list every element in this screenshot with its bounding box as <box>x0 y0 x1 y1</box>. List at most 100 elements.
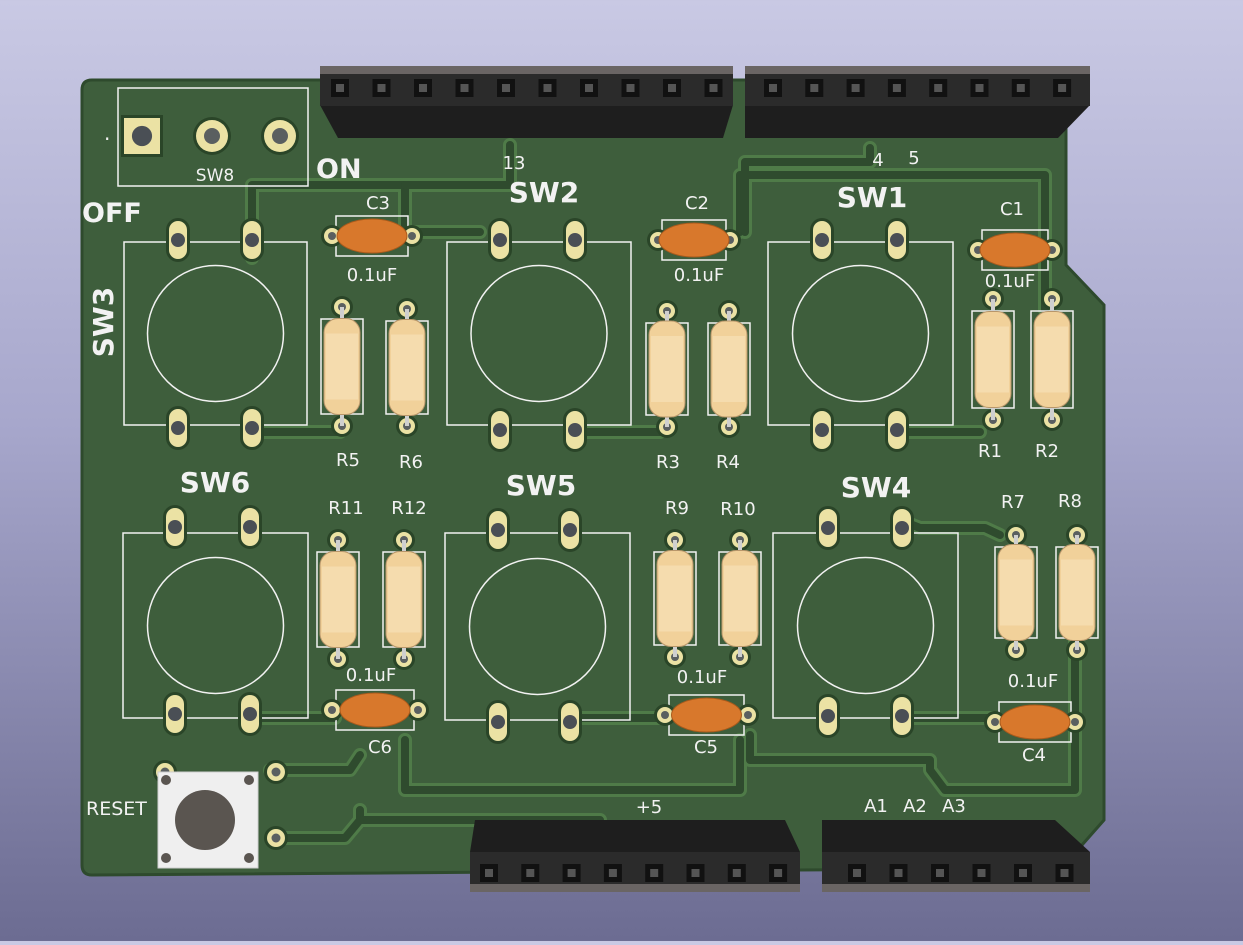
header-pin-center <box>975 84 984 92</box>
round-pad <box>264 760 288 784</box>
header-pin-center <box>892 84 901 92</box>
r12-label: R12 <box>391 498 426 519</box>
round-pad <box>321 225 343 247</box>
round-pad <box>1064 711 1086 733</box>
resistor <box>1058 535 1096 650</box>
header-pin-center <box>608 869 617 877</box>
header-pin-center <box>936 869 944 877</box>
resistor <box>385 540 423 659</box>
switch-circle <box>146 556 285 695</box>
pin-4-label: 4 <box>872 150 883 171</box>
c3-value: 0.1uF <box>347 265 397 286</box>
reset-label: RESET <box>86 798 147 820</box>
header-pin-center <box>650 869 659 877</box>
switch-pad <box>240 218 264 262</box>
c1-value: 0.1uF <box>985 271 1035 292</box>
switch-outline <box>122 532 309 719</box>
switch-pad <box>166 406 190 450</box>
resistor <box>648 311 686 427</box>
silkscreen-outlines <box>117 87 1099 743</box>
c5-value: 0.1uF <box>677 667 727 688</box>
header-pin-center <box>419 84 427 92</box>
header-pin-center <box>1058 84 1067 92</box>
switch-pad <box>885 408 909 452</box>
capacitor <box>336 218 408 254</box>
header-pin-center <box>502 84 510 92</box>
header-pin-center <box>851 84 860 92</box>
header-pin-center <box>626 84 635 92</box>
switch-pad <box>558 508 582 552</box>
r10-label: R10 <box>720 499 755 520</box>
header-pin-center <box>769 84 777 92</box>
pin-5-label: 5 <box>908 148 919 169</box>
capacitor <box>339 692 411 728</box>
switch-pad <box>816 506 840 550</box>
sw8-outline <box>117 87 309 187</box>
header-pin-center <box>1019 869 1027 877</box>
switch-outline <box>446 241 632 426</box>
a1-label: A1 <box>864 796 888 817</box>
off-label: OFF <box>82 198 142 229</box>
header-pin-center <box>526 869 535 877</box>
switch-pad <box>563 218 587 262</box>
r11-label: R11 <box>328 498 363 519</box>
square-pad <box>121 115 163 157</box>
switch-pad <box>810 408 834 452</box>
resistor <box>1033 299 1071 420</box>
header-pin-center <box>1060 869 1069 877</box>
switch-outline <box>772 532 959 719</box>
r6-label: R6 <box>399 452 423 473</box>
resistor <box>656 540 694 657</box>
switch-circle <box>796 556 935 695</box>
switch-circle <box>146 264 285 403</box>
a3-label: A3 <box>942 796 966 817</box>
r4-label: R4 <box>716 452 740 473</box>
resistor <box>710 311 748 427</box>
c6-value: 0.1uF <box>346 665 396 686</box>
copper-traces <box>245 138 1082 845</box>
c6-label: C6 <box>368 737 392 758</box>
header-pin-center <box>668 84 676 92</box>
switch-pad <box>810 218 834 262</box>
reset-button[interactable] <box>157 771 259 869</box>
r8-label: R8 <box>1058 491 1082 512</box>
r5-label: R5 <box>336 450 360 471</box>
round-pad <box>407 699 429 721</box>
switch-circle <box>468 557 607 696</box>
r9-label: R9 <box>665 498 689 519</box>
round-pad <box>984 711 1006 733</box>
c2-label: C2 <box>685 193 709 214</box>
header-pin-center <box>585 84 593 92</box>
switch-pad <box>885 218 909 262</box>
plus5-label: +5 <box>636 797 663 818</box>
header-pin-center <box>977 869 986 877</box>
header-pin-center <box>485 869 493 877</box>
c2-value: 0.1uF <box>674 265 724 286</box>
resistor <box>323 307 361 426</box>
resistor <box>319 540 357 659</box>
switch-pad <box>563 408 587 452</box>
round-pad <box>401 225 423 247</box>
header-pin-center <box>336 84 344 92</box>
round-pad <box>264 826 288 850</box>
switch-outline <box>444 532 631 721</box>
switch-pad <box>240 406 264 450</box>
switch-pad <box>890 694 914 738</box>
resistor <box>974 299 1012 420</box>
capacitor <box>979 232 1051 268</box>
round-pad <box>654 704 676 726</box>
resistor <box>721 540 759 657</box>
switch-pad <box>486 508 510 552</box>
c3-label: C3 <box>366 193 390 214</box>
switch-outline <box>767 241 954 426</box>
header-bottom-right <box>822 820 1090 892</box>
header-pin-center <box>853 869 861 877</box>
r1-label: R1 <box>978 441 1002 462</box>
header-bottom-left <box>470 820 800 892</box>
switch-pad <box>558 700 582 744</box>
header-pin-center <box>1016 84 1025 92</box>
round-pad <box>193 117 231 155</box>
round-pad <box>261 117 299 155</box>
switch-pad <box>166 218 190 262</box>
c1-label: C1 <box>1000 199 1024 220</box>
